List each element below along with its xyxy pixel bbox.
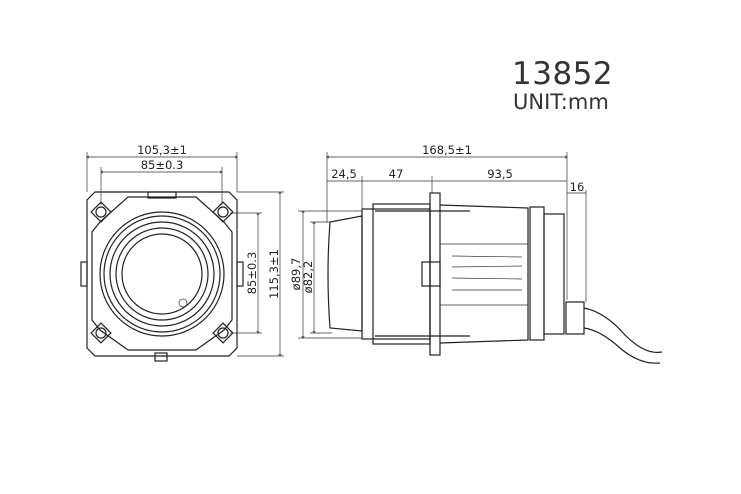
screw-icon: [212, 322, 234, 344]
dim-hole-spacing-vertical: 85±0.3: [245, 252, 259, 295]
screw-icon: [90, 322, 112, 344]
dim-height-overall: 115,3±1: [267, 249, 281, 299]
dim-lens-diameter: ø82,2: [301, 261, 315, 294]
side-view: 168,5±1 24,5 47 93,5 16 ø89,7 ø82,2: [289, 143, 663, 364]
front-view: 105,3±1 85±0.3 85±0.3 115,3±1: [80, 143, 284, 362]
dim-flange-to-rear: 93,5: [487, 167, 513, 181]
dim-outer-diameter: ø89,7: [289, 258, 303, 291]
dim-width-overall: 105,3±1: [137, 143, 187, 157]
dim-hole-spacing-horizontal: 85±0.3: [141, 158, 184, 172]
unit-label: UNIT:mm: [513, 90, 609, 114]
dim-length-overall: 168,5±1: [422, 143, 472, 157]
dim-lens-depth: 24,5: [331, 167, 357, 181]
dim-cable-gland: 16: [570, 180, 585, 194]
model-number: 13852: [512, 56, 614, 92]
dim-front-to-flange: 47: [389, 167, 404, 181]
screw-icon: [212, 201, 234, 223]
screw-icon: [90, 201, 112, 223]
